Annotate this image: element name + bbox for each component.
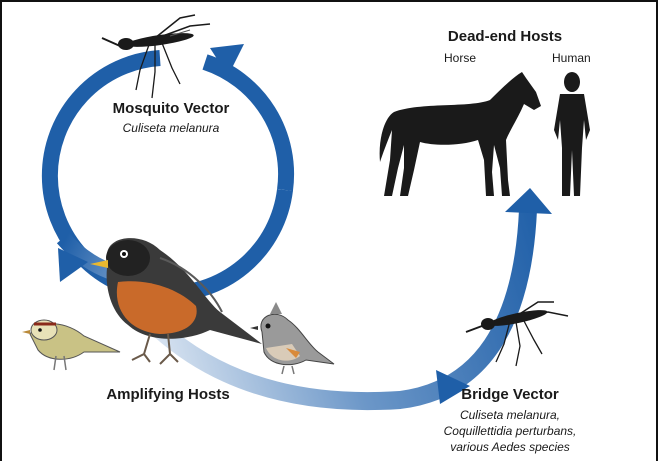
bridge-transmission-arrow xyxy=(160,188,552,404)
horse-silhouette-icon xyxy=(380,72,541,196)
human-label: Human xyxy=(552,51,591,65)
mosquito-vector-species: Culiseta melanura xyxy=(96,121,246,135)
bridge-vector-species-line1: Culiseta melanura, xyxy=(420,408,600,422)
bridge-arrowhead-up xyxy=(505,188,552,214)
horse-label: Horse xyxy=(444,51,476,65)
human-silhouette-icon xyxy=(554,72,590,196)
amplifying-hosts-title: Amplifying Hosts xyxy=(88,386,248,403)
titmouse-icon xyxy=(250,302,334,374)
bridge-vector-species-line3: various Aedes species xyxy=(420,440,600,454)
bridge-vector-species-line2: Coquillettidia perturbans, xyxy=(420,424,600,438)
bridge-vector-title: Bridge Vector xyxy=(440,386,580,403)
mosquito-vector-title: Mosquito Vector xyxy=(96,100,246,117)
sparrow-icon xyxy=(22,320,120,370)
dead-end-hosts-title: Dead-end Hosts xyxy=(440,28,570,45)
